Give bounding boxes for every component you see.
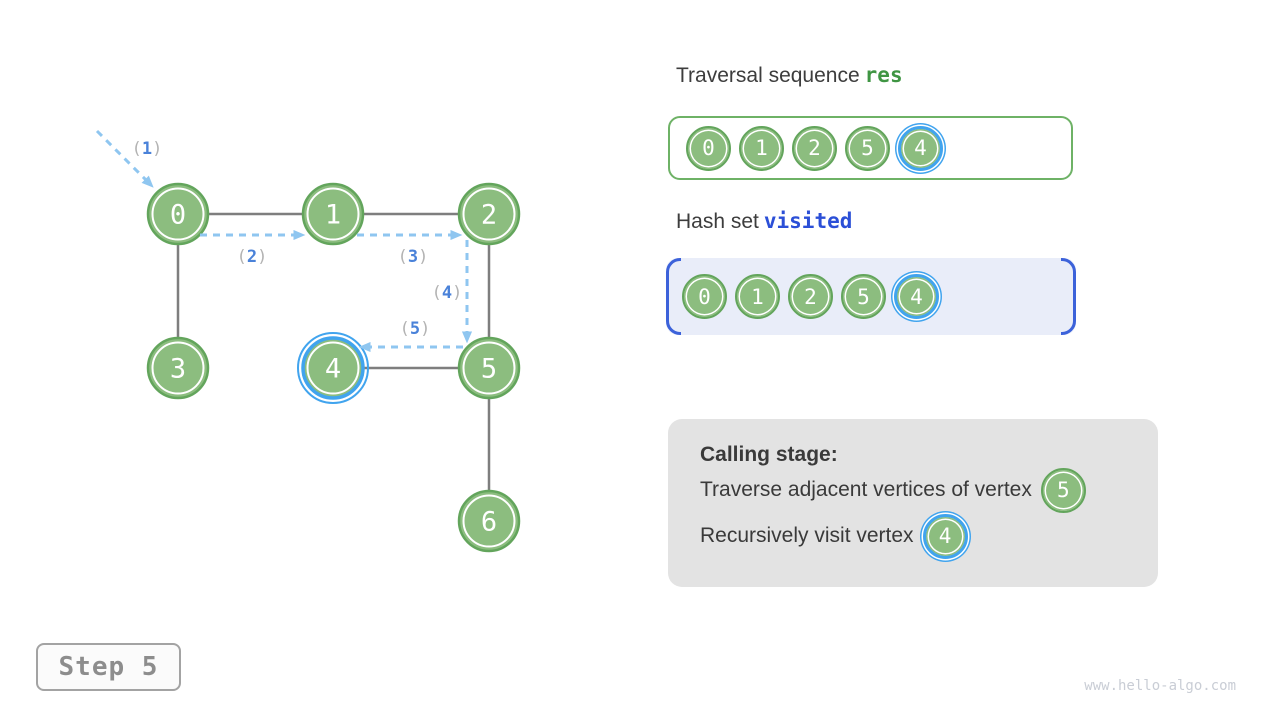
graph-node-label-6: 6: [481, 507, 497, 538]
vertex-circle-0: 0: [686, 125, 731, 171]
graph-node-label-3: 3: [170, 354, 186, 385]
vertex-circle-4: 4: [894, 274, 939, 319]
vertex-circle-5: 5: [841, 274, 886, 319]
vertex-circle-1: 1: [735, 274, 780, 319]
vertex-circle-4: 4: [898, 125, 943, 171]
vertex-badge-4: 4: [922, 513, 968, 559]
graph-node-0: 0: [146, 182, 210, 246]
graph-node-label-0: 0: [170, 200, 186, 231]
graph-node-2: 2: [457, 182, 521, 246]
graph-node-label-4: 4: [325, 354, 341, 385]
res-code-label: res: [864, 63, 903, 87]
vertex-circle-2: 2: [788, 274, 833, 319]
vertex-circle-5: 5: [845, 125, 890, 171]
graph-node-label-2: 2: [481, 200, 497, 231]
traversal-order-label-1: (1): [132, 139, 163, 159]
res-title-text: Traversal sequence: [676, 64, 860, 87]
step-indicator: Step 5: [36, 643, 181, 691]
calling-stage-panel: Calling stage: Traverse adjacent vertice…: [668, 419, 1158, 587]
graph-node-5: 5: [457, 336, 521, 400]
vertex-circle-1: 1: [739, 125, 784, 171]
traversal-order-label-2: (2): [237, 247, 268, 267]
visited-title-text: Hash set: [676, 210, 759, 233]
graph-diagram: 0 1 2 3 4 5 6 (1) (2) (3)(4)(5): [95, 129, 521, 553]
traversal-order-label-3: (3): [398, 247, 429, 267]
calling-line-2: Recursively visit vertex 4: [700, 513, 1138, 559]
graph-node-4: 4: [297, 332, 369, 404]
graph-node-1: 1: [301, 182, 365, 246]
visited-code-label: visited: [763, 209, 853, 233]
graph-node-3: 3: [146, 336, 210, 400]
traversal-order-label-4: (4): [432, 283, 463, 303]
vertex-circle-2: 2: [792, 125, 837, 171]
calling-stage-title: Calling stage:: [700, 443, 838, 466]
vertex-circle-0: 0: [682, 274, 727, 319]
watermark: www.hello-algo.com: [1084, 678, 1236, 694]
graph-node-6: 6: [457, 489, 521, 553]
calling-line-1-text: Traverse adjacent vertices of vertex: [700, 478, 1032, 501]
step-label: Step 5: [58, 652, 159, 682]
vertex-badge-5: 5: [1040, 467, 1086, 513]
graph-node-label-5: 5: [481, 354, 497, 385]
graph-node-label-1: 1: [325, 200, 341, 231]
calling-line-1: Traverse adjacent vertices of vertex 5: [700, 467, 1138, 513]
calling-line-2-text: Recursively visit vertex: [700, 524, 914, 547]
traversal-order-label-5: (5): [400, 319, 431, 339]
